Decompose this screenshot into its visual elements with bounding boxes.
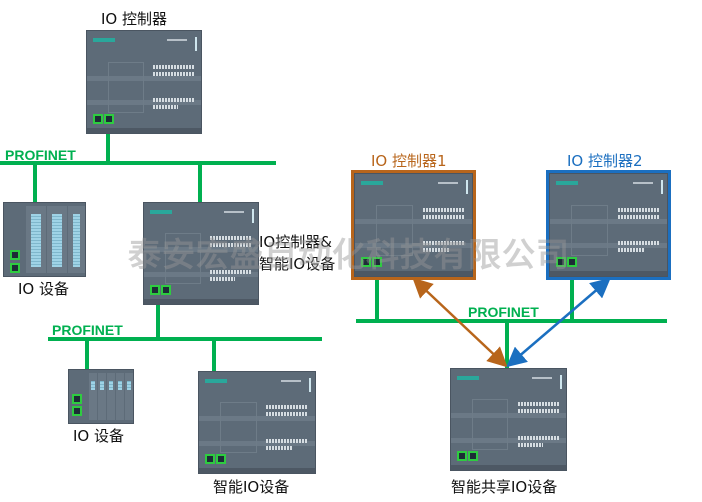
status-led: [466, 180, 468, 194]
watermark: 泰安宏盛自动化科技有限公司: [128, 235, 570, 274]
ethernet-port-icon: [10, 263, 20, 273]
siemens-logo: [457, 376, 479, 380]
siemens-logo: [556, 181, 578, 185]
profinet-bus-2: [48, 337, 322, 341]
ethernet-port-icon: [468, 451, 478, 461]
drop-line: [375, 280, 379, 322]
controller-device-label-2: 智能IO设备: [259, 255, 336, 273]
model-text: [167, 39, 187, 41]
ethernet-port-icon: [205, 454, 215, 464]
io-module: [89, 373, 97, 420]
model-text: [438, 182, 458, 184]
ethernet-port-icon: [457, 451, 467, 461]
intelligent-device-plc: [198, 371, 316, 474]
model-text: [532, 377, 552, 379]
status-led: [252, 209, 254, 223]
drop-line: [156, 305, 160, 339]
controller1-plc: [354, 173, 473, 277]
ethernet-port-icon: [104, 114, 114, 124]
controller-and-device-plc: [143, 202, 259, 305]
io-device-rack: [3, 202, 86, 277]
io-controller-plc: [86, 30, 202, 134]
ethernet-port-icon: [216, 454, 226, 464]
ethernet-port-icon: [10, 250, 20, 260]
ethernet-port-icon: [72, 406, 82, 416]
io-module: [68, 206, 85, 273]
shared-device-plc: [450, 368, 567, 471]
drop-line: [198, 161, 202, 203]
ethernet-port-icon: [556, 257, 566, 267]
model-text: [281, 380, 301, 382]
ethernet-port-icon: [150, 285, 160, 295]
io-device-label-2: IO 设备: [73, 427, 124, 445]
status-led: [661, 180, 663, 194]
io-module: [98, 373, 106, 420]
model-text: [633, 182, 653, 184]
intelligent-device-label: 智能IO设备: [213, 478, 290, 496]
ethernet-port-icon: [93, 114, 103, 124]
profinet-label-2: PROFINET: [52, 322, 123, 338]
shared-device-label: 智能共享IO设备: [451, 478, 558, 496]
controller2-plc: [549, 173, 668, 277]
controller1-access-arrow: [412, 277, 508, 368]
io-module: [107, 373, 115, 420]
io-module: [116, 373, 124, 420]
controller-device-label-1: IO控制器&: [259, 233, 332, 251]
controller2-access-arrow: [506, 277, 611, 368]
ethernet-port-icon: [72, 394, 82, 404]
ethernet-port-icon: [161, 285, 171, 295]
siemens-logo: [150, 210, 172, 214]
drop-line: [85, 337, 89, 370]
io-module: [26, 206, 46, 273]
io-device-label: IO 设备: [18, 280, 69, 298]
status-led: [560, 375, 562, 389]
profinet-label-1: PROFINET: [5, 147, 76, 163]
controller2-label: IO 控制器2: [567, 152, 643, 170]
io-controller-label: IO 控制器: [101, 10, 167, 28]
status-led: [195, 37, 197, 51]
controller1-label: IO 控制器1: [371, 152, 447, 170]
siemens-logo: [93, 38, 115, 42]
drop-line: [33, 161, 37, 203]
siemens-logo: [205, 379, 227, 383]
io-module: [47, 206, 67, 273]
siemens-logo: [361, 181, 383, 185]
drop-line: [212, 337, 216, 372]
io-module: [125, 373, 133, 420]
drop-line: [106, 134, 110, 164]
ethernet-port-icon: [372, 257, 382, 267]
ethernet-port-icon: [361, 257, 371, 267]
distributed-io-device: [68, 369, 134, 424]
ethernet-port-icon: [567, 257, 577, 267]
status-led: [309, 378, 311, 392]
profinet-bus-1: [0, 161, 276, 165]
model-text: [224, 211, 244, 213]
